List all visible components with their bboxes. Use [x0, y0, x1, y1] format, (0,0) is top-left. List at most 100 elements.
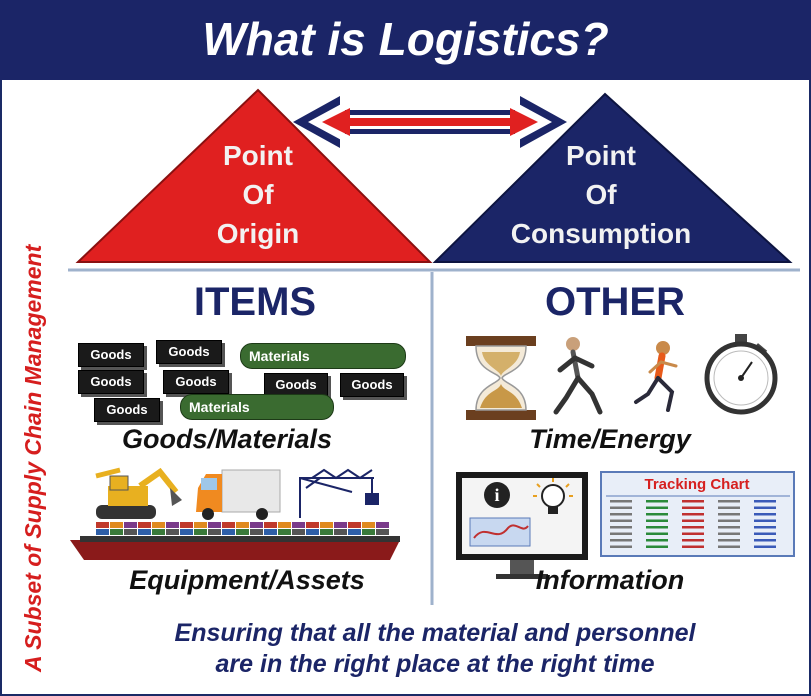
container-block: [152, 522, 165, 528]
chart-row-line: [610, 519, 632, 522]
information-caption: Information: [535, 565, 685, 595]
chart-row-line: [646, 526, 668, 529]
origin-label: Point Of Origin: [158, 136, 358, 253]
chart-row-line: [718, 500, 740, 503]
items-heading: ITEMS: [193, 280, 317, 324]
container-block: [138, 522, 151, 528]
ship-containers: [96, 522, 389, 535]
chart-row-line: [718, 506, 740, 509]
other-heading: OTHER: [545, 280, 685, 324]
container-block: [152, 529, 165, 535]
container-block: [264, 522, 277, 528]
footer-line1: Ensuring that all the material and perso…: [174, 619, 696, 647]
container-block: [320, 529, 333, 535]
chart-row-line: [646, 500, 668, 503]
page-title: What is Logistics?: [202, 13, 609, 65]
tracking-chart-title: Tracking Chart: [644, 476, 750, 493]
chart-row-line: [682, 506, 704, 509]
time-energy-caption: Time/Energy: [529, 424, 691, 454]
chart-row-line: [610, 532, 632, 535]
container-block: [180, 529, 193, 535]
monitor-icon: i: [456, 472, 588, 579]
goods-materials-caption: Goods/Materials: [121, 424, 333, 454]
truck-icon: [196, 469, 281, 520]
tracking-chart-icon: [600, 471, 795, 557]
container-block: [362, 529, 375, 535]
container-block: [166, 522, 179, 528]
chart-row-line: [610, 500, 632, 503]
hourglass-icon: [466, 336, 536, 420]
container-block: [348, 522, 361, 528]
container-block: [236, 522, 249, 528]
container-block: [306, 522, 319, 528]
container-block: [278, 529, 291, 535]
chart-row-line: [718, 513, 740, 516]
equipment-assets-caption: Equipment/Assets: [129, 565, 365, 595]
goods-box: Goods: [78, 370, 144, 394]
container-block: [292, 529, 305, 535]
container-block: [180, 522, 193, 528]
container-block: [208, 529, 221, 535]
container-block: [292, 522, 305, 528]
chart-row-line: [610, 526, 632, 529]
consumption-line1: Point: [566, 140, 636, 171]
container-block: [194, 529, 207, 535]
runner-icon: [553, 337, 603, 415]
origin-triangle: [75, 88, 433, 263]
goods-box: Goods: [163, 370, 229, 394]
container-block: [208, 522, 221, 528]
container-block: [96, 529, 109, 535]
container-block: [222, 522, 235, 528]
chart-row-line: [718, 539, 740, 542]
chart-row-line: [682, 532, 704, 535]
container-block: [124, 522, 137, 528]
container-block: [166, 529, 179, 535]
chart-row-line: [682, 519, 704, 522]
container-block: [334, 522, 347, 528]
chart-row-line: [646, 545, 668, 548]
chart-row-line: [646, 539, 668, 542]
container-block: [96, 522, 109, 528]
chart-row-line: [682, 526, 704, 529]
container-block: [278, 522, 291, 528]
container-block: [110, 522, 123, 528]
chart-row-line: [646, 532, 668, 535]
cargo-ship-icon: [70, 536, 400, 560]
chart-row-line: [646, 506, 668, 509]
container-block: [250, 522, 263, 528]
chart-row-line: [754, 539, 776, 542]
crane-icon: [299, 468, 379, 518]
chart-row-line: [682, 545, 704, 548]
goods-box: Goods: [156, 340, 222, 364]
chart-row-line: [754, 519, 776, 522]
chart-row-line: [754, 545, 776, 548]
chart-row-line: [610, 513, 632, 516]
materials-tube: Materials: [240, 343, 406, 369]
container-block: [264, 529, 277, 535]
svg-text:i: i: [494, 485, 499, 505]
chart-row-line: [682, 513, 704, 516]
chart-row-line: [610, 539, 632, 542]
chart-row-line: [754, 513, 776, 516]
container-block: [348, 529, 361, 535]
stopwatch-icon: [704, 334, 778, 415]
container-block: [124, 529, 137, 535]
chart-row-line: [718, 526, 740, 529]
lightbulb-icon: [533, 478, 573, 514]
origin-line2: Of: [242, 179, 274, 210]
goods-box: Goods: [78, 343, 144, 367]
container-block: [306, 529, 319, 535]
consumption-triangle: [432, 92, 793, 263]
chart-row-line: [718, 545, 740, 548]
goods-box: Goods: [264, 373, 328, 397]
chart-row-line: [646, 519, 668, 522]
container-block: [334, 529, 347, 535]
footer-line2: are in the right place at the right time: [215, 650, 655, 678]
chart-row-line: [754, 506, 776, 509]
excavator-icon: [95, 467, 182, 519]
origin-line3: Origin: [216, 218, 300, 249]
chart-row-line: [754, 526, 776, 529]
container-block: [376, 522, 389, 528]
goods-box: Goods: [340, 373, 404, 397]
